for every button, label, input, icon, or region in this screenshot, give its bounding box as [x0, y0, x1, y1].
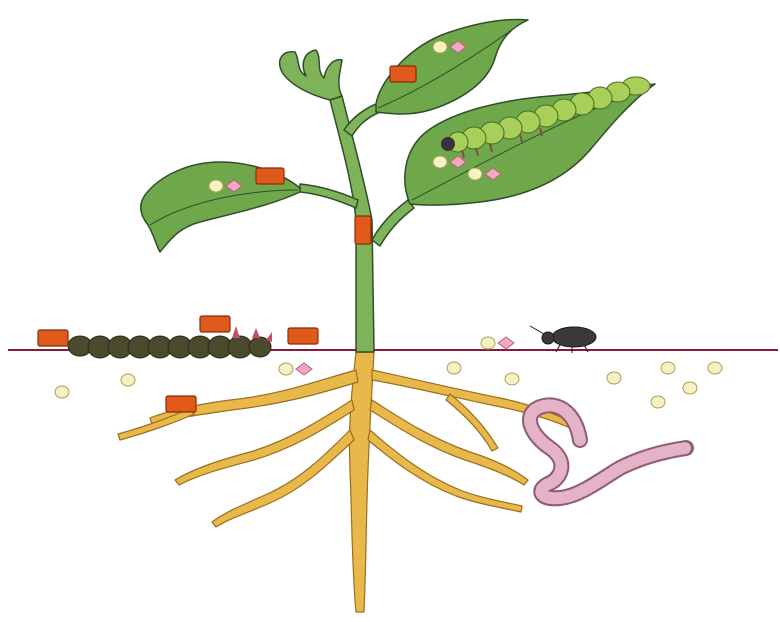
stem-branch-upper [344, 104, 380, 136]
cream-marker [279, 363, 293, 375]
cream-marker [468, 168, 482, 180]
cream-marker [683, 382, 697, 394]
cream-marker [433, 41, 447, 53]
beetle-antenna [530, 326, 544, 334]
cream-marker [661, 362, 675, 374]
cream-marker [505, 373, 519, 385]
caterpillar-spike [232, 326, 240, 338]
orange-marker [200, 316, 230, 332]
caterpillar-segment [228, 336, 252, 358]
cream-marker [481, 337, 495, 349]
cream-marker [55, 386, 69, 398]
cream-marker [651, 396, 665, 408]
cream-marker [607, 372, 621, 384]
shoot-tip [280, 50, 342, 100]
orange-marker [390, 66, 416, 82]
shoot-tip-curl [280, 50, 342, 100]
caterpillar-spike [252, 328, 260, 338]
ground-caterpillar [68, 326, 272, 358]
root-left-tip-1 [118, 408, 194, 440]
beetle [530, 326, 596, 353]
cream-marker [447, 362, 461, 374]
orange-marker [166, 396, 196, 412]
cream-marker [708, 362, 722, 374]
orange-marker [256, 168, 284, 184]
beetle-body [552, 327, 596, 347]
taproot [349, 352, 374, 612]
root-right-middle [370, 400, 528, 485]
stem-branch-right [372, 200, 414, 246]
pink-marker [296, 363, 312, 375]
cream-marker [121, 374, 135, 386]
cream-marker [433, 156, 447, 168]
orange-marker [38, 330, 68, 346]
orange-marker [288, 328, 318, 344]
root-system [118, 352, 572, 612]
cream-marker [209, 180, 223, 192]
pink-marker [498, 337, 514, 349]
orange-marker [355, 216, 371, 244]
caterpillar-head [441, 137, 455, 151]
stem-branch-left [300, 184, 358, 208]
